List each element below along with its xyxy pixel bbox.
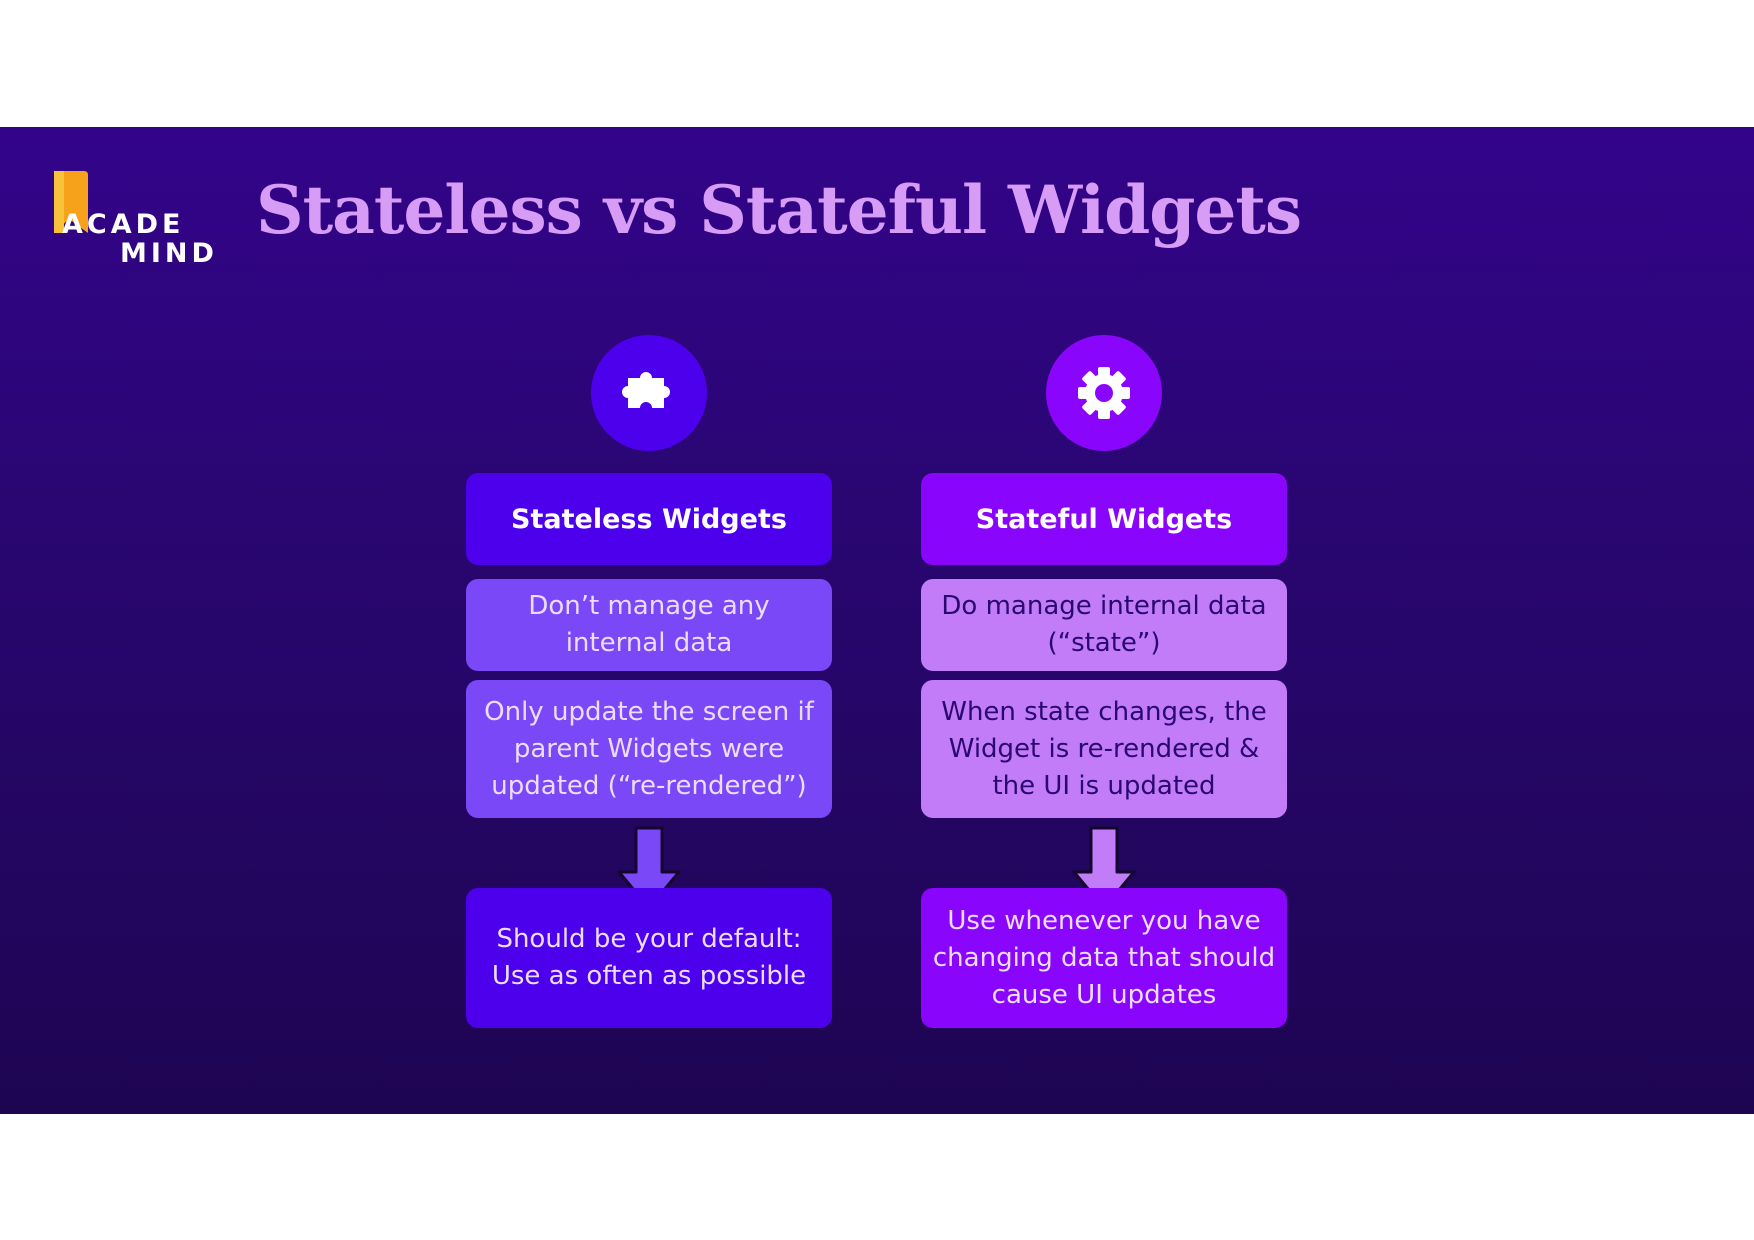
academind-logo: ACADE MIND: [44, 171, 214, 271]
stateless-conclusion: Should be your default: Use as often as …: [466, 888, 832, 1028]
stateful-icon-circle: [1046, 335, 1162, 451]
stateful-point-2: When state changes, the Widget is re-ren…: [921, 680, 1287, 818]
logo-flag-icon: [54, 171, 88, 233]
logo-text-line1: ACADE: [62, 209, 185, 240]
stateless-point-1: Don’t manage any internal data: [466, 579, 832, 671]
stateful-header: Stateful Widgets: [921, 473, 1287, 565]
stateful-point-1: Do manage internal data (“state”): [921, 579, 1287, 671]
stateless-icon-circle: [591, 335, 707, 451]
stateless-point-2: Only update the screen if parent Widgets…: [466, 680, 832, 818]
gear-icon: [1078, 367, 1130, 419]
slide-title: Stateless vs Stateful Widgets: [256, 171, 1302, 249]
stateful-conclusion: Use whenever you have changing data that…: [921, 888, 1287, 1028]
slide: ACADE MIND Stateless vs Stateful Widgets…: [0, 127, 1754, 1114]
stateless-header: Stateless Widgets: [466, 473, 832, 565]
puzzle-piece-icon: [622, 372, 670, 408]
logo-text-line2: MIND: [120, 238, 218, 269]
